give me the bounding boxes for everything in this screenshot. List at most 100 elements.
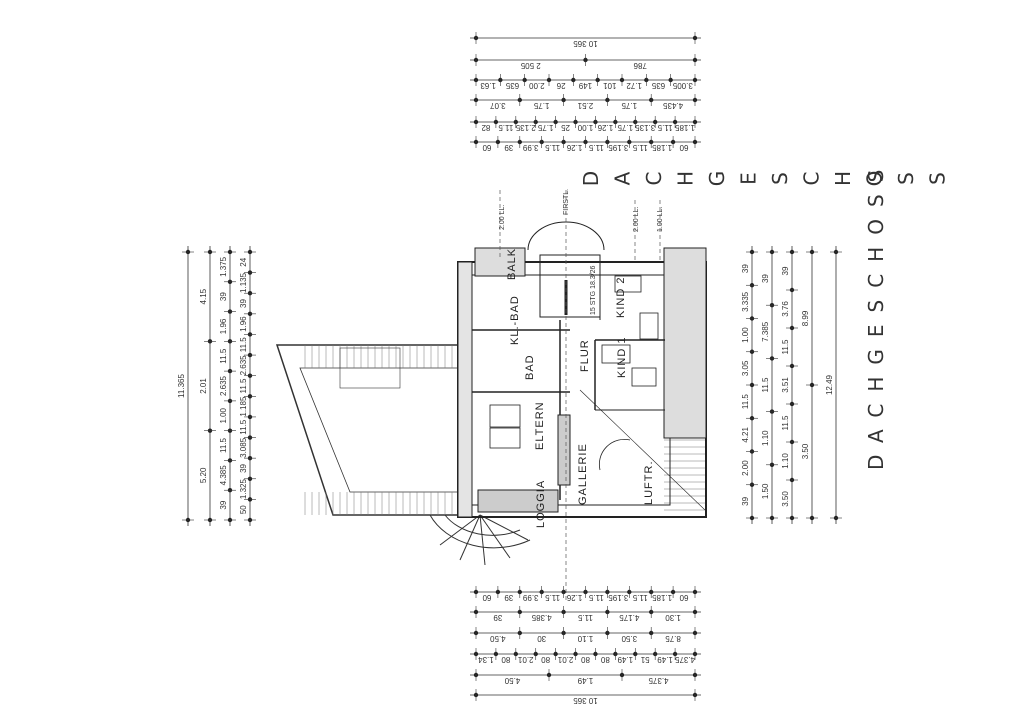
dimension-value: 11.365: [177, 374, 186, 398]
dimension-value: 39: [219, 292, 228, 301]
dimension-value: 1.10: [761, 430, 770, 446]
room-gallerie: GALLERIE: [577, 443, 589, 505]
dimension-value: 2.01: [517, 655, 533, 664]
dimension-value: 1.10: [577, 634, 593, 643]
dimension-value: 3.99: [522, 593, 538, 602]
title-letter: A: [611, 171, 635, 186]
dimension-value: 1.26: [597, 123, 613, 132]
dimension-value: 2 505: [520, 61, 541, 70]
dimension-value: 1.96: [239, 316, 248, 332]
dimension-value: 11.5: [632, 143, 648, 152]
dimension-value: 7.385: [761, 321, 770, 342]
dimension-value: 39: [781, 266, 790, 275]
dimension-value: 3.50: [621, 634, 637, 643]
loggia-fan: [429, 514, 531, 566]
dimension-value: 3.135: [635, 123, 656, 132]
note-firstl: FIRSTL.: [563, 189, 570, 215]
dimension-value: 51: [640, 655, 649, 664]
dimension-value: 1.185: [652, 143, 673, 152]
dimension-value: 4.375: [648, 676, 669, 685]
dimension-value: 1.34: [478, 655, 494, 664]
dimension-value: 39: [493, 613, 502, 622]
dimension-value: 1.26: [566, 593, 582, 602]
dimension-value: 1.00: [219, 407, 228, 423]
dimension-value: 1.135: [239, 272, 248, 293]
dimension-value: 11.5: [657, 123, 673, 132]
dimension-value: 60: [679, 593, 688, 602]
dimension-value: 60: [679, 143, 688, 152]
dimension-value: 11.5: [761, 377, 770, 393]
dimension-value: 11.5: [577, 613, 593, 622]
note-ll-1: 2.00 LL.: [499, 205, 506, 230]
main-building: [457, 221, 707, 518]
dimension-value: 3.195: [608, 143, 629, 152]
roof-wing: [275, 264, 706, 516]
dimension-value: 3.51: [781, 377, 790, 393]
dimension-value: 786: [633, 61, 647, 70]
dimension-value: 4.21: [741, 427, 750, 443]
dimension-value: 1.185: [652, 593, 673, 602]
dimension-value: 82: [481, 123, 490, 132]
dimension-value: 80: [501, 655, 510, 664]
dimension-value: 1.75: [621, 101, 637, 110]
dimension-value: 2.635: [239, 355, 248, 376]
dimension-value: 24: [239, 257, 248, 266]
dimension-value: 2.00: [741, 460, 750, 476]
dimension-value: 11.5: [219, 348, 228, 364]
dimension-value: 80: [581, 655, 590, 664]
room-kl-bad: KL.-BAD: [509, 295, 521, 345]
dimension-value: 3.085: [239, 437, 248, 458]
dimension-value: 8.99: [801, 310, 810, 326]
dimension-value: 10 365: [573, 696, 598, 705]
dimension-value: 4.385: [219, 465, 228, 486]
dimension-value: 1.50: [761, 483, 770, 499]
dimension-value: 1.26: [566, 143, 582, 152]
dimension-value: 10 365: [573, 39, 598, 48]
dimension-value: 11.5: [781, 415, 790, 431]
dimension-value: 2.00: [529, 81, 545, 90]
dimension-value: 4.175: [619, 613, 640, 622]
dimension-value: 4.435: [663, 101, 684, 110]
dimension-value: 1.185: [239, 396, 248, 417]
dimension-value: 11.5: [239, 419, 248, 435]
ridge-lines: [499, 190, 661, 600]
dimension-value: 1.96: [219, 318, 228, 334]
title-letter: E: [737, 171, 761, 185]
title-letter: G: [705, 170, 729, 187]
room-kind2: KIND 2: [615, 277, 627, 318]
dimension-value: 149: [578, 81, 592, 90]
room-kind1: KIND 1: [616, 337, 628, 378]
dimension-value: 1.30: [665, 613, 681, 622]
dimension-value: 1.75: [537, 123, 553, 132]
dimension-value: 39: [504, 593, 513, 602]
dimension-value: 39: [239, 299, 248, 308]
dimension-value: 4.50: [504, 676, 520, 685]
room-labels: BALK KL.-BAD BAD ELTERN LOGGIA GALLERIE …: [499, 189, 664, 528]
title-letter: C: [800, 171, 824, 186]
note-ll-3: 1.00 LL.: [657, 207, 664, 232]
dimension-value: 11.5: [545, 593, 561, 602]
dimension-value: 12.49: [825, 374, 834, 395]
room-luftraum: LUFTR.: [643, 461, 655, 506]
dimension-value: 60: [482, 593, 491, 602]
dimension-value: 8.75: [665, 634, 681, 643]
dimension-value: 3.005: [672, 81, 693, 90]
dimension-value: 101: [603, 81, 617, 90]
dimension-value: 11.5: [632, 593, 648, 602]
dimension-value: 30: [537, 634, 546, 643]
dimension-value: 2.51: [577, 101, 593, 110]
dimension-value: 1.72: [626, 81, 642, 90]
room-eltern: ELTERN: [534, 401, 546, 450]
dimension-value: 1.375: [219, 256, 228, 277]
dimension-value: 1.10: [781, 453, 790, 469]
dimension-value: 3.50: [801, 443, 810, 459]
dimension-value: 11.5: [588, 593, 604, 602]
dimension-value: 1.49: [657, 655, 673, 664]
room-loggia: LOGGIA: [535, 480, 547, 528]
dimension-value: 11.5: [588, 143, 604, 152]
room-flur: FLUR: [579, 339, 591, 372]
dimension-value: 1.325: [239, 479, 248, 500]
dimension-value: 3.05: [741, 360, 750, 376]
